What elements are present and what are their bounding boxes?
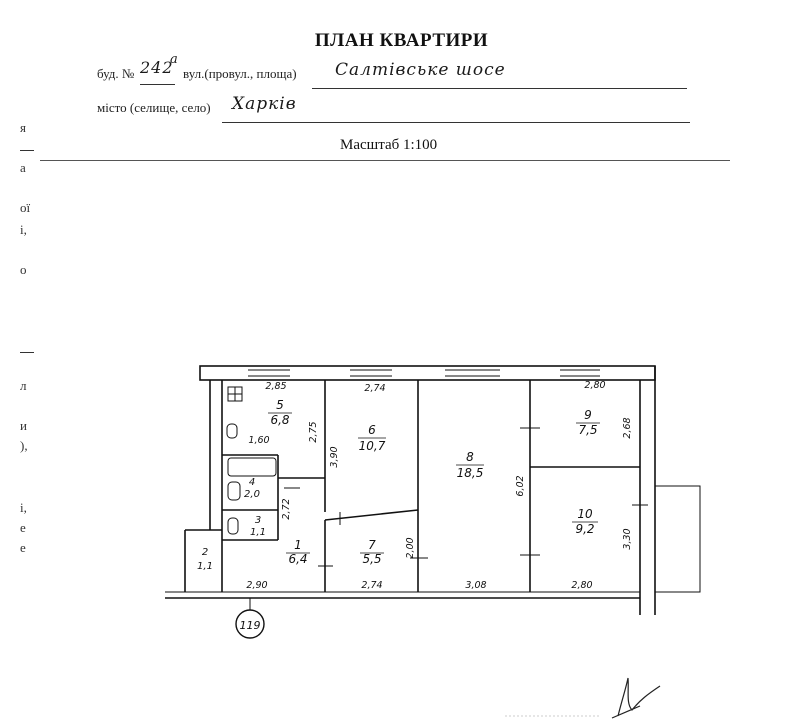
dim-2-80-top: 2,80: [584, 380, 605, 391]
building-underline: [140, 84, 175, 85]
margin-fragment: я: [20, 120, 26, 135]
margin-fragment: и: [20, 418, 27, 433]
room-2-number: 2: [202, 547, 208, 558]
room-7-number: 7: [368, 538, 376, 552]
room-8-area: 18,5: [457, 466, 484, 480]
room-8-number: 8: [466, 450, 474, 464]
dim-2-72: 2,72: [281, 498, 292, 519]
dim-2-68: 2,68: [622, 417, 633, 438]
margin-fragment: ),: [20, 438, 28, 453]
margin-fragment: а: [20, 160, 26, 175]
dim-1-60: 1,60: [248, 435, 269, 446]
dim-2-75: 2,75: [308, 421, 319, 442]
room-3-area: 1,1: [250, 527, 266, 538]
margin-fragment: і,: [20, 222, 27, 237]
room-1-number: 1: [294, 538, 302, 552]
room-6-number: 6: [368, 423, 376, 437]
building-label: буд. №: [97, 66, 135, 81]
dim-3-30: 3,30: [622, 528, 633, 549]
room-3-number: 3: [255, 515, 261, 526]
dim-6-02: 6,02: [515, 475, 526, 496]
margin-dash: [20, 150, 34, 151]
room-9-number: 9: [584, 408, 592, 422]
room-6-area: 10,7: [359, 439, 386, 453]
margin-fragment: о: [20, 262, 27, 277]
margin-fragment: е: [20, 540, 26, 555]
margin-dash: [20, 352, 34, 353]
city-value: Харків: [232, 94, 297, 114]
dim-2-80-bot: 2,80: [571, 580, 592, 591]
scale-rule: [40, 160, 730, 161]
room-2-area: 1,1: [197, 561, 213, 572]
city-underline: [222, 122, 690, 123]
dim-3-90: 3,90: [329, 446, 340, 467]
room-4-area: 2,0: [244, 489, 260, 500]
room-10-area: 9,2: [575, 522, 594, 536]
street-label: вул.(провул., площа): [183, 66, 297, 81]
room-4-number: 4: [249, 477, 255, 488]
dim-2-85: 2,85: [265, 381, 286, 392]
street-value: Салтівське шосе: [335, 60, 506, 80]
room-7-area: 5,5: [362, 552, 381, 566]
dim-2-90: 2,90: [246, 580, 267, 591]
margin-fragment: і,: [20, 500, 27, 515]
margin-fragment: ої: [20, 200, 31, 215]
apartment-number: 119: [240, 619, 261, 632]
city-label: місто (селище, село): [97, 100, 211, 115]
balcony: [654, 485, 701, 593]
page-title: ПЛАН КВАРТИРИ: [314, 30, 489, 51]
top-wall: [199, 365, 656, 381]
dim-2-00: 2,00: [405, 537, 416, 558]
room-10-number: 10: [577, 507, 593, 521]
dim-2-74-bot: 2,74: [361, 580, 382, 591]
dim-3-08: 3,08: [465, 580, 486, 591]
signature-mark: [611, 677, 661, 719]
room-5-area: 6,8: [270, 413, 289, 427]
street-underline: [312, 88, 687, 89]
building-number-sup: а: [170, 52, 179, 67]
margin-fragment: е: [20, 520, 26, 535]
building-number: 242: [140, 58, 174, 77]
room-9-area: 7,5: [578, 423, 597, 437]
room-5-number: 5: [276, 398, 284, 412]
margin-fragment: л: [20, 378, 27, 393]
dim-2-74-top: 2,74: [364, 383, 385, 394]
scale-text: Масштаб 1:100: [340, 137, 438, 153]
room-1-area: 6,4: [288, 552, 307, 566]
